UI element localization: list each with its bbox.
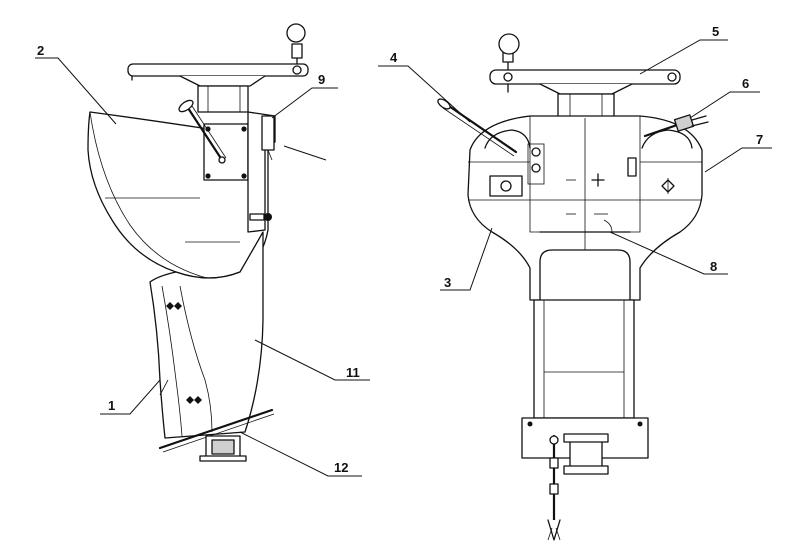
side-view: 2 9 1 11 12 [35, 23, 370, 477]
label-1: 1 [108, 398, 115, 413]
front-console [467, 115, 703, 301]
front-lever [437, 98, 518, 157]
leader-11 [254, 339, 370, 381]
front-base [521, 417, 649, 541]
side-bracket [247, 111, 276, 233]
leader-6 [689, 91, 760, 119]
label-12: 12 [334, 460, 348, 475]
leader-3 [440, 227, 493, 291]
label-5: 5 [712, 24, 719, 39]
leader-5 [639, 39, 728, 75]
label-4: 4 [390, 50, 398, 65]
leader-side-dash [283, 145, 327, 161]
label-7: 7 [756, 132, 763, 147]
leader-1 [100, 379, 161, 415]
leader-9 [271, 87, 338, 119]
front-steering-wheel [489, 33, 681, 119]
side-steering-wheel [127, 23, 309, 113]
label-11: 11 [346, 365, 360, 380]
label-8: 8 [710, 259, 717, 274]
side-pedestal [149, 231, 264, 439]
front-view: 4 5 6 7 3 8 [378, 24, 772, 541]
side-base [158, 408, 275, 462]
leader-12 [239, 431, 362, 477]
front-connector [643, 114, 709, 138]
label-9: 9 [318, 72, 325, 87]
label-6: 6 [742, 76, 749, 91]
label-2: 2 [37, 43, 44, 58]
label-3: 3 [444, 275, 451, 290]
leader-7 [704, 147, 772, 173]
side-control-box [178, 99, 249, 181]
leader-4 [378, 65, 471, 123]
front-pillar [533, 299, 635, 419]
leader-8 [609, 231, 728, 275]
leader-2 [35, 57, 117, 125]
